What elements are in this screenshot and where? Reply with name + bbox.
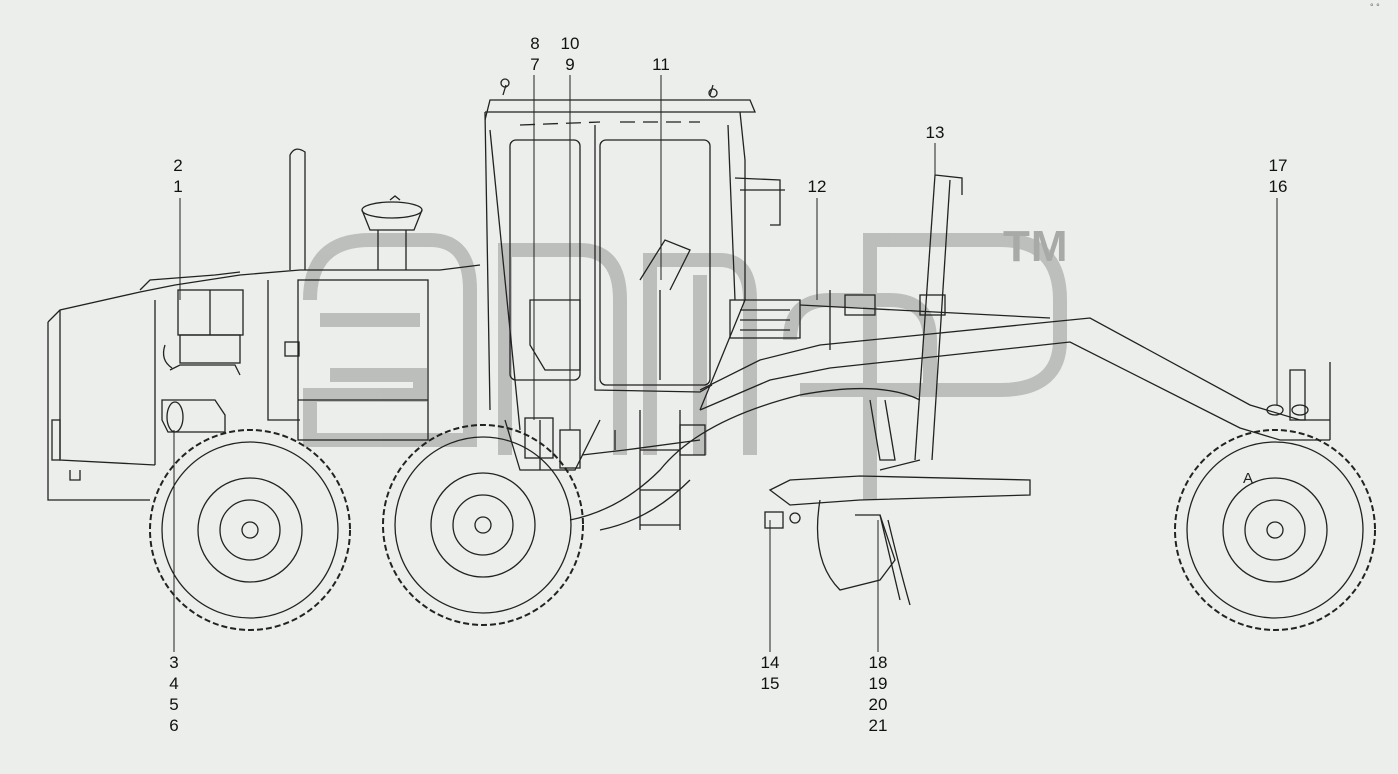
rear-wheel-2 bbox=[382, 424, 584, 626]
callout-5[interactable]: 5 bbox=[169, 695, 179, 714]
callout-6[interactable]: 6 bbox=[169, 716, 179, 735]
callout-3[interactable]: 3 bbox=[169, 653, 179, 672]
callout-20[interactable]: 20 bbox=[868, 695, 888, 714]
callout-11[interactable]: 11 bbox=[652, 55, 670, 74]
callout-13[interactable]: 13 bbox=[925, 123, 945, 142]
callout-2[interactable]: 2 bbox=[173, 156, 183, 175]
callout-9[interactable]: 9 bbox=[565, 55, 575, 74]
callout-4[interactable]: 4 bbox=[169, 674, 179, 693]
leader-lines bbox=[173, 75, 1278, 652]
marker-a: A bbox=[1243, 470, 1253, 487]
callout-17[interactable]: 17 bbox=[1268, 156, 1288, 175]
corner-mark: ° ° bbox=[1370, 2, 1380, 12]
callout-12[interactable]: 12 bbox=[807, 177, 827, 196]
grader-body bbox=[47, 78, 1331, 606]
callout-8[interactable]: 8 bbox=[530, 34, 540, 53]
callout-16[interactable]: 16 bbox=[1268, 177, 1288, 196]
rear-wheel-1 bbox=[149, 429, 351, 631]
callout-15[interactable]: 15 bbox=[760, 674, 780, 693]
callout-10[interactable]: 10 bbox=[560, 34, 580, 53]
callout-14[interactable]: 14 bbox=[760, 653, 780, 672]
callout-19[interactable]: 19 bbox=[868, 674, 888, 693]
callout-21[interactable]: 21 bbox=[868, 716, 888, 735]
front-wheel bbox=[1174, 429, 1376, 631]
callout-1[interactable]: 1 bbox=[173, 177, 183, 196]
callout-7[interactable]: 7 bbox=[530, 55, 540, 74]
watermark-trademark: TM bbox=[1003, 222, 1069, 271]
callout-18[interactable]: 18 bbox=[868, 653, 888, 672]
